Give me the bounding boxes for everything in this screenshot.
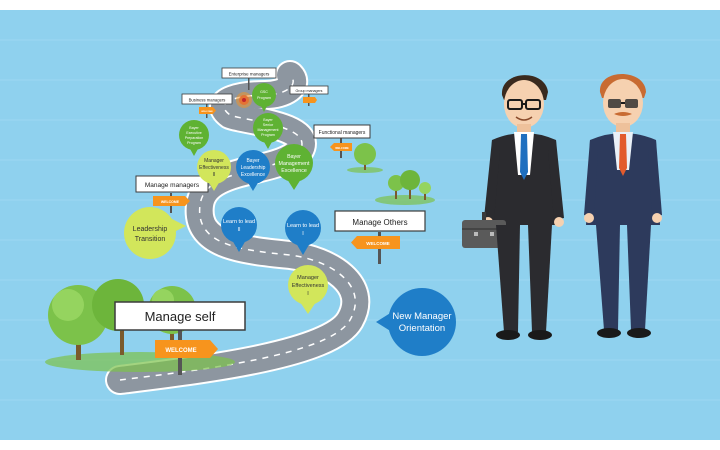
target-icon: [236, 92, 252, 108]
pin-label-line: Program: [257, 96, 271, 100]
sign-manage-managers: Manage managers WELCOME: [135, 175, 209, 213]
sign-label: Enterprise managers: [229, 72, 271, 77]
pin-label-line: New Manager: [392, 311, 451, 322]
pin-label-line: Bayer: [263, 118, 273, 122]
pin-label-line: II: [213, 172, 216, 178]
pin-label-line: Management: [279, 161, 310, 167]
pin-manager-effectiveness-2: Manager Effectiveness II: [197, 150, 231, 191]
pin-bayer-leadership-excellence: Bayer Leadership Excellence: [236, 150, 270, 191]
pin-label-line: I: [302, 231, 304, 237]
pin-label-line: Bayer: [246, 158, 259, 164]
pin-learn-to-lead-1: Learn to lead I: [285, 210, 321, 255]
businessman-with-briefcase-icon: [462, 75, 564, 340]
welcome-label: WELCOME: [366, 241, 390, 246]
svg-text:New Manager: New Manager: [392, 311, 451, 322]
older-businessman-icon: [584, 74, 662, 338]
sign-label: Business managers: [189, 98, 226, 103]
sign-enterprise-managers: Enterprise managers: [221, 67, 277, 90]
sign-label: Manage Others: [352, 218, 407, 227]
pin-new-manager-orientation: New Manager Orientation: [376, 288, 456, 356]
welcome-label: WELCOME: [201, 111, 213, 113]
sign-label: Manage managers: [145, 182, 200, 189]
pin-label-line: Management: [258, 128, 279, 132]
pin-label-line: Bayer: [189, 126, 199, 130]
pin-label-line: Learn to lead: [223, 219, 255, 225]
sign-manage-others: Manage Others WELCOME: [334, 210, 426, 264]
sign-label: Functional managers: [319, 130, 366, 136]
pin-label-line: Executive: [186, 131, 202, 135]
pin-label-line: Effectiveness: [199, 165, 229, 171]
pin-label-line: Leadership: [133, 226, 168, 233]
pin-label-line: Program: [261, 133, 275, 137]
pin-label-line: Senior: [263, 123, 274, 127]
pin-bayer-management-excellence: Bayer Management Excellence: [275, 144, 313, 190]
pin-learn-to-lead-2: Learn to lead II: [221, 207, 257, 252]
pin-gsc-program: GSC Program: [252, 83, 276, 112]
sign-label: Group managers: [296, 89, 323, 93]
sign-functional-managers: Functional managers WELCOME: [313, 124, 371, 158]
pin-label-line: Learn to lead: [287, 223, 319, 229]
sign-group-managers: Group managers: [289, 85, 329, 106]
pin-label-line: Manager: [204, 158, 224, 164]
welcome-label: WELCOME: [161, 200, 180, 204]
pin-label-line: Effectiveness: [292, 283, 325, 289]
pin-leadership-transition: Leadership Transition: [124, 207, 186, 259]
pin-bayer-senior-management: Bayer Senior Management Program: [253, 113, 283, 149]
pin-label-line: I: [307, 291, 309, 297]
sign-business-managers: Business managers WELCOME: [181, 93, 233, 118]
tree-icon: [375, 170, 435, 205]
tree-icon: [347, 143, 383, 173]
pin-label-line: II: [237, 227, 241, 233]
pin-manager-effectiveness-1: Manager Effectiveness I: [288, 265, 328, 314]
pin-label-line: Bayer: [287, 154, 301, 160]
welcome-label: WELCOME: [335, 146, 349, 150]
pin-label-line: Program: [187, 141, 201, 145]
pin-label-line: Orientation: [399, 323, 445, 334]
pin-label-line: Excellence: [281, 168, 307, 174]
pin-label-line: Transition: [135, 236, 166, 243]
svg-text:Orientation: Orientation: [399, 323, 445, 334]
pin-label-line: Manager: [297, 275, 319, 281]
pin-label-line: Preparation: [185, 136, 204, 140]
pin-label-line: Excellence: [241, 172, 265, 178]
pin-label-line: Leadership: [241, 165, 266, 171]
pin-bayer-executive-preparation: Bayer Executive Preparation Program: [179, 120, 209, 156]
sign-label: Manage self: [145, 309, 216, 324]
sign-manage-self: Manage self WELCOME: [114, 301, 246, 375]
pin-label-line: GSC: [260, 90, 268, 94]
welcome-label: WELCOME: [165, 348, 196, 354]
